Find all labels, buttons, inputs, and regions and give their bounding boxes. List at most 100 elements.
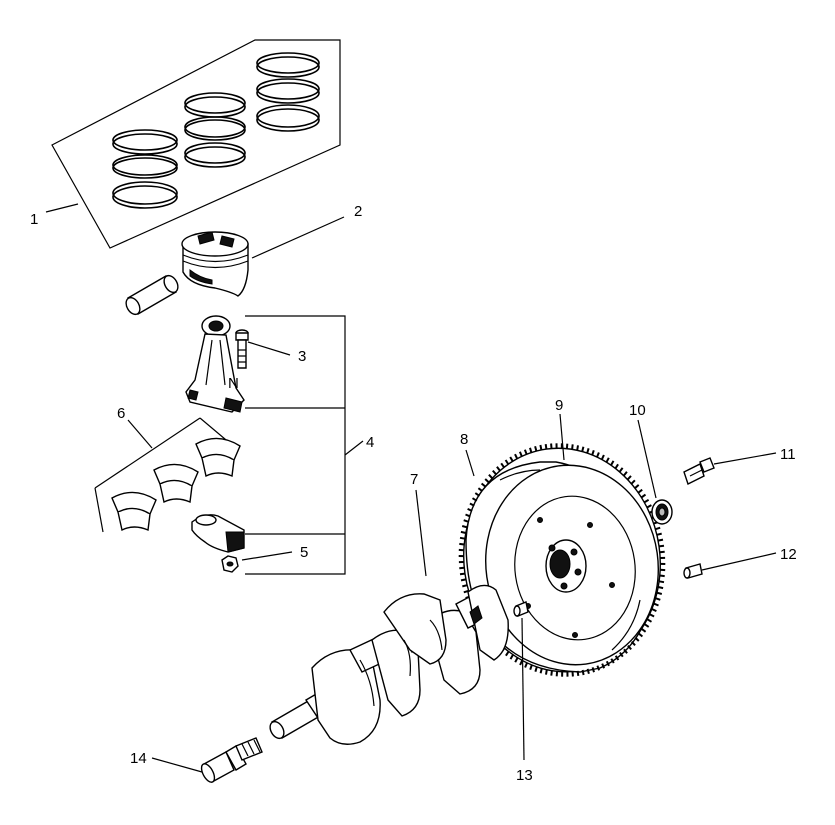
gear-tooth (637, 632, 644, 638)
gear-tooth (596, 452, 600, 458)
leader-13 (521, 617, 525, 761)
pilot-bearing (651, 499, 673, 525)
gear-tooth (484, 478, 490, 484)
gear-tooth (471, 497, 478, 502)
gear-tooth (534, 446, 538, 452)
gear-tooth (623, 648, 628, 654)
gear-tooth (463, 589, 469, 594)
gear-tooth (519, 659, 524, 666)
gear-tooth (576, 670, 580, 677)
gear-tooth (630, 641, 636, 646)
gear-tooth (576, 445, 579, 451)
gear-tooth (610, 658, 615, 664)
gear-tooth (640, 493, 647, 499)
gear-tooth (655, 526, 661, 531)
gear-tooth (649, 613, 655, 618)
bearing-frame-left (94, 487, 104, 533)
gear-tooth (626, 475, 632, 481)
piston-ring-set-1 (112, 129, 178, 209)
bearing-frame-top (94, 417, 201, 489)
callout-13: 13 (516, 767, 533, 784)
gear-tooth (480, 482, 487, 488)
gear-tooth (581, 669, 585, 676)
gear-tooth (630, 479, 636, 485)
conrod-cap (191, 514, 245, 553)
gear-tooth (605, 457, 610, 463)
gear-tooth (614, 463, 619, 470)
gear-tooth (614, 655, 620, 661)
leader-12 (701, 552, 777, 571)
gear-tooth (643, 498, 650, 504)
gear-tooth (596, 665, 601, 671)
gear-tooth (571, 444, 574, 450)
gear-tooth (539, 668, 543, 674)
piston-pin (125, 274, 179, 316)
gear-tooth (610, 460, 615, 466)
gear-tooth (460, 578, 467, 582)
gear-tooth (656, 591, 663, 595)
rod-mark-label: N (228, 375, 239, 392)
gear-tooth (550, 670, 553, 676)
leader-7 (415, 489, 427, 577)
crankshaft (269, 584, 509, 745)
piston-ring-set-3 (256, 52, 320, 132)
leader-4 (344, 440, 364, 456)
gear-tooth (591, 449, 595, 456)
gear-tooth (659, 574, 665, 578)
callout-1: 1 (30, 211, 38, 228)
gear-tooth (655, 597, 661, 601)
bearing-shell-set (111, 437, 241, 532)
gear-tooth (461, 525, 468, 529)
callout-4: 4 (366, 434, 374, 451)
gear-tooth (605, 660, 610, 667)
connecting-rod (185, 315, 245, 413)
gear-tooth (640, 627, 647, 633)
callout-2: 2 (354, 203, 362, 220)
gear-tooth (514, 453, 519, 460)
gear-tooth (509, 456, 514, 462)
gear-tooth (500, 462, 505, 468)
leader-2 (251, 216, 345, 259)
gear-tooth (545, 669, 548, 675)
callout-9: 9 (555, 397, 563, 414)
callout-3: 3 (298, 348, 306, 365)
gear-tooth (523, 449, 528, 455)
gear-tooth (496, 466, 501, 472)
gear-tooth (586, 668, 590, 674)
leader-3 (247, 341, 291, 356)
leader-6 (127, 419, 153, 449)
ring-set-frame (51, 39, 341, 249)
callout-8: 8 (460, 431, 468, 448)
gear-tooth (465, 513, 471, 518)
gear-tooth (651, 608, 657, 613)
gear-tooth (637, 488, 643, 494)
dowel-pin (683, 563, 703, 579)
gear-tooth (600, 454, 605, 461)
gear-tooth (492, 469, 497, 476)
gear-tooth (505, 650, 510, 657)
gear-tooth (469, 502, 475, 507)
leader-8 (465, 449, 475, 477)
gear-tooth (657, 586, 664, 590)
gear-tooth (529, 664, 533, 671)
gear-tooth (509, 654, 514, 660)
gear-tooth (460, 530, 467, 534)
flywheel (463, 447, 661, 673)
gear-tooth (646, 618, 653, 623)
gear-tooth (657, 538, 664, 542)
crank-pin-dowel (513, 601, 529, 617)
gear-tooth (601, 663, 606, 669)
gear-tooth (459, 542, 465, 546)
gear-tooth (634, 484, 640, 489)
gear-tooth (658, 544, 665, 548)
leader-5 (241, 551, 293, 561)
gear-tooth (544, 443, 548, 450)
gear-tooth (459, 566, 465, 570)
leader-9 (559, 413, 565, 461)
gear-tooth (586, 448, 590, 454)
gear-tooth (658, 580, 665, 584)
gear-tooth (514, 657, 519, 663)
leader-14 (151, 757, 203, 773)
callout-11: 11 (780, 446, 796, 463)
